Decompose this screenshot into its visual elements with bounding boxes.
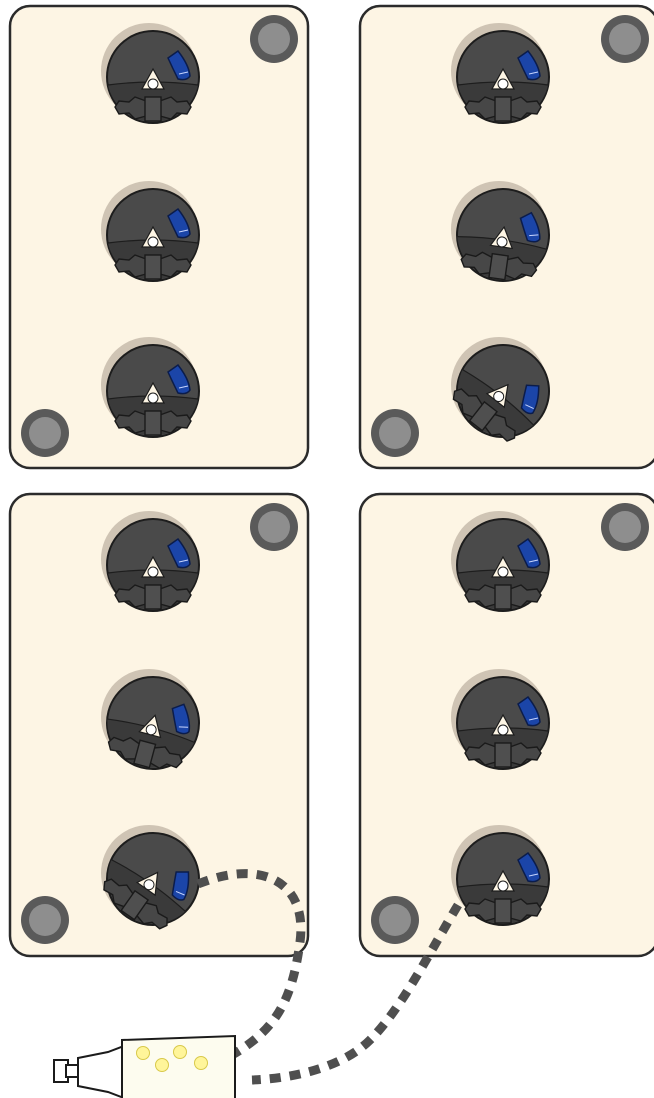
lens-ring bbox=[66, 1065, 78, 1077]
key-slot bbox=[495, 743, 511, 767]
pivot bbox=[148, 237, 158, 247]
panels-layer bbox=[10, 6, 654, 956]
screw-bottom-icon bbox=[21, 896, 69, 944]
key-slot bbox=[145, 585, 161, 609]
panel-2 bbox=[360, 6, 654, 468]
screw-top-icon bbox=[250, 15, 298, 63]
screw-top-icon bbox=[601, 15, 649, 63]
key-slot bbox=[145, 97, 161, 121]
key-slot bbox=[495, 585, 511, 609]
screw-bottom-icon bbox=[371, 896, 419, 944]
key-slot bbox=[495, 899, 511, 923]
pivot bbox=[498, 881, 508, 891]
panel-4 bbox=[360, 494, 654, 956]
key-slot bbox=[495, 97, 511, 121]
indicator-light bbox=[195, 1057, 208, 1070]
indicator-light bbox=[137, 1047, 150, 1060]
screw-top-icon bbox=[250, 503, 298, 551]
indicator-light bbox=[156, 1059, 169, 1072]
pivot bbox=[498, 567, 508, 577]
screw-bottom-icon bbox=[371, 409, 419, 457]
pivot bbox=[498, 79, 508, 89]
key-slot bbox=[145, 411, 161, 435]
lens-cone bbox=[78, 1046, 124, 1098]
indicator-light bbox=[174, 1046, 187, 1059]
key-slot bbox=[489, 254, 508, 280]
screw-bottom-icon bbox=[21, 409, 69, 457]
key-slot bbox=[145, 255, 161, 279]
pivot bbox=[148, 393, 158, 403]
camera-device[interactable] bbox=[54, 1036, 235, 1098]
pivot bbox=[498, 725, 508, 735]
screw-top-icon bbox=[601, 503, 649, 551]
panel-1 bbox=[10, 6, 308, 468]
pivot bbox=[148, 567, 158, 577]
panel-3 bbox=[10, 494, 308, 956]
pivot bbox=[148, 79, 158, 89]
